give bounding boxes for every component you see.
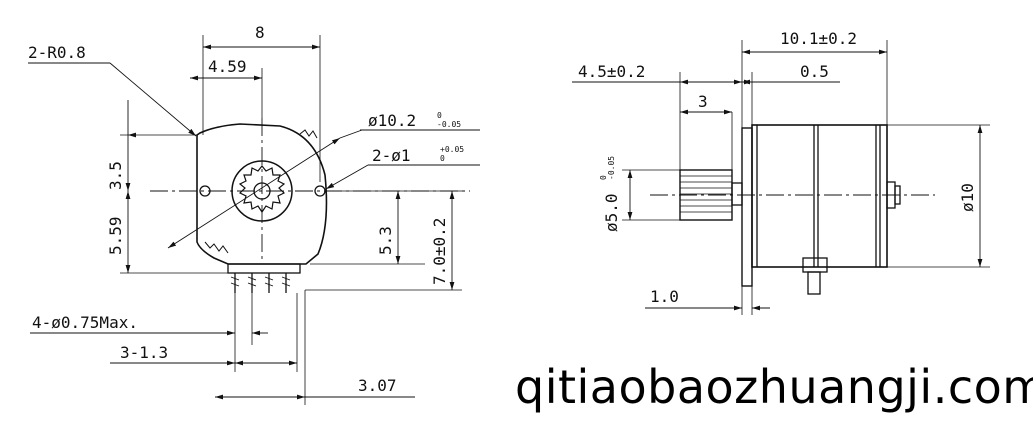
- pin-hatch: [230, 276, 291, 287]
- label-flange-thickness: 0.5: [800, 62, 829, 81]
- connector: [802, 257, 828, 273]
- label-pin-diameter: 4-ø0.75Max.: [32, 313, 138, 332]
- label-lower-height: 5.59: [106, 216, 125, 255]
- label-gear-diameter: ø5.0: [602, 193, 621, 232]
- label-body-diameter-tol-upper: 0: [437, 111, 442, 120]
- label-gear-length: 3: [698, 92, 708, 111]
- side-gear: [679, 169, 733, 221]
- watermark: qitiaobaozhuangji.com: [515, 360, 1033, 414]
- label-body-diameter-side: ø10: [958, 183, 977, 212]
- mount-flange: [741, 127, 753, 287]
- body-edge-serration: [299, 129, 318, 139]
- label-pin-offset: 3.07: [358, 376, 397, 395]
- leader-body-diameter: [167, 137, 341, 249]
- label-overall-length: 10.1±0.2: [780, 29, 857, 48]
- side-gear-teeth: [680, 175, 732, 213]
- label-upper-height: 3.5: [106, 161, 125, 190]
- rear-bushing: [894, 185, 901, 205]
- shaft: [731, 182, 743, 206]
- motor-can: [751, 124, 888, 268]
- side-view-labels: 10.1±0.2 0.5 4.5±0.2 3 ø5.0 0 -0.05 ø10 …: [578, 29, 977, 306]
- label-width-total: 8: [255, 23, 265, 42]
- label-hole-offset: 4.59: [208, 57, 247, 76]
- label-corner-radius: 2-R0.8: [28, 43, 86, 62]
- label-total-height: 7.0±0.2: [430, 218, 449, 285]
- label-gear-diameter-tol-upper: 0: [599, 175, 608, 180]
- front-view: [28, 35, 480, 405]
- pin-header: [227, 263, 301, 274]
- leader-radius: [109, 62, 197, 137]
- leader-body-diameter: [339, 129, 363, 139]
- side-view: [572, 40, 990, 315]
- label-shaft-length: 4.5±0.2: [578, 62, 645, 81]
- label-body-diameter: ø10.2: [368, 111, 416, 130]
- label-mount-holes: 2-ø1: [372, 146, 411, 165]
- leader-mount-holes: [325, 164, 369, 190]
- label-mount-holes-tol-upper: +0.05: [440, 145, 464, 154]
- label-pin-pitch: 3-1.3: [120, 343, 168, 362]
- connector-pin: [807, 271, 821, 295]
- label-center-height: 5.3: [376, 226, 395, 255]
- body-edge-serration: [204, 241, 229, 254]
- label-mount-holes-tol-lower: 0: [440, 154, 445, 163]
- label-body-diameter-tol-lower: -0.05: [437, 120, 461, 129]
- front-view-labels: 2-R0.8 8 4.59 3.5 5.59 ø10.2 0 -0.05 2-ø…: [28, 23, 464, 395]
- label-flange-gap: 1.0: [650, 287, 679, 306]
- label-gear-diameter-tol-lower: -0.05: [607, 156, 616, 180]
